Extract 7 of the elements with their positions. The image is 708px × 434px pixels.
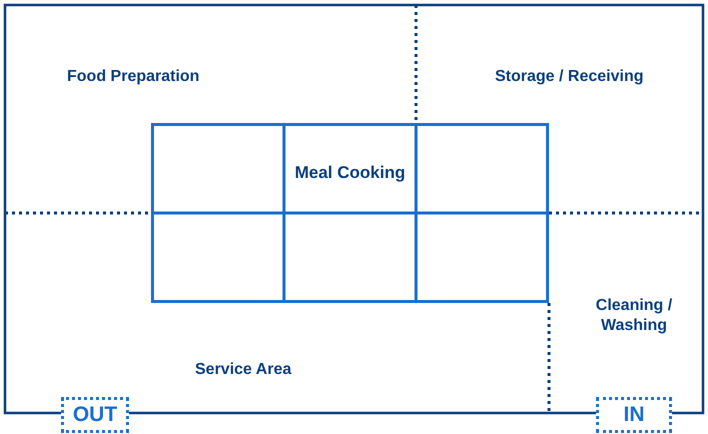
door-sign: IN [596,397,672,433]
zone-label: Storage / Receiving [495,67,644,87]
door-sign: OUT [61,397,129,433]
zone-label: Service Area [195,360,292,380]
zone-label: Cleaning / Washing [594,296,674,336]
zone-label: Meal Cooking [294,163,406,183]
zone-label: Food Preparation [67,67,200,87]
